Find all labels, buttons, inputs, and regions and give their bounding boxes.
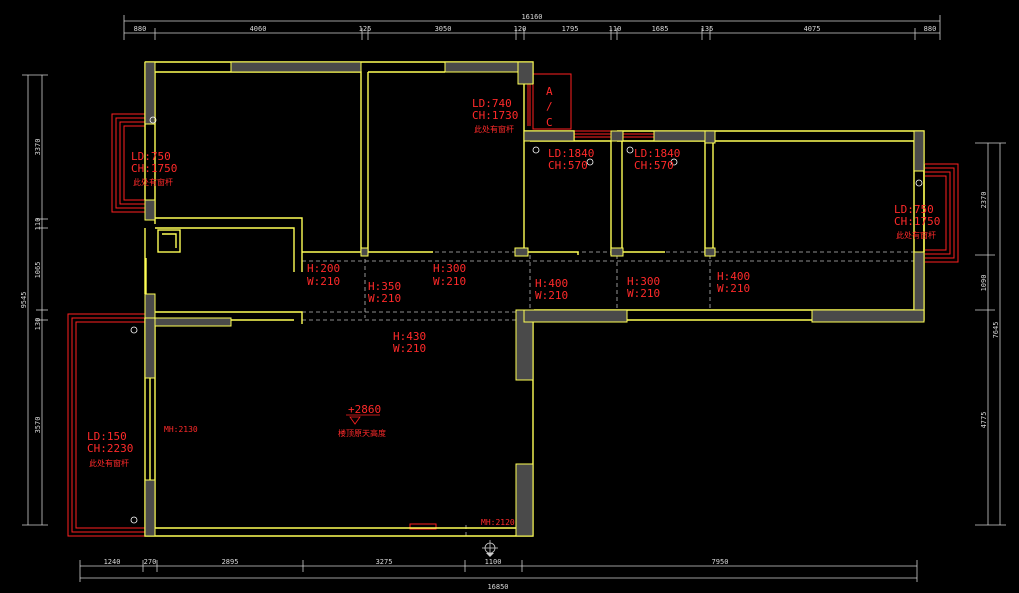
opening-5-h: H:300 [627,275,660,288]
balcony-desc: 此处有窗杆 [89,458,129,468]
bottom-dimension: 16850 1240 270 2895 3275 1100 7950 [79,558,918,591]
bedroom2-ch: CH:1730 [472,109,518,122]
bedroom3-ld: LD:750 [894,203,934,216]
opening-6-h: H:400 [717,270,750,283]
bedroom2-ld: LD:740 [472,97,512,110]
top-seg: 880 [134,25,147,33]
bath1-ld: LD:1840 [548,147,594,160]
door-height-notes: MH:2130 MH:2120 [164,425,515,527]
top-seg: 4075 [804,25,821,33]
opening-1-w: W:210 [307,275,340,288]
bottom-seg: 270 [144,558,157,566]
ac-a: A [546,85,553,98]
bedroom1-ld: LD:750 [131,150,171,163]
bay-windows [67,73,959,537]
bottom-seg: 7950 [712,558,729,566]
opening-4-h: H:400 [535,277,568,290]
left-seg: 110 [34,218,42,231]
top-seg: 3050 [435,25,452,33]
bedroom1-ch: CH:1750 [131,162,177,175]
opening-2-h: H:350 [368,280,401,293]
top-seg: 125 [359,25,372,33]
bottom-seg: 1100 [485,558,502,566]
opening-notes: H:200 W:210 H:350 W:210 H:300 W:210 H:40… [307,262,750,355]
bath2-ch: CH:570 [634,159,674,172]
level-desc: 楼顶原天高度 [338,428,386,438]
left-seg: 3370 [34,139,42,156]
entrance-icon [482,540,498,557]
door-height-left: MH:2130 [164,425,198,434]
top-seg: 135 [701,25,714,33]
right-seg: 1090 [980,275,988,292]
balcony-ch: CH:2230 [87,442,133,455]
opening-7-w: W:210 [393,342,426,355]
right-seg: 2370 [980,192,988,209]
opening-3-w: W:210 [433,275,466,288]
opening-5-w: W:210 [627,287,660,300]
fixtures [130,116,923,524]
top-total: 16160 [521,13,542,21]
left-total: 9545 [20,292,28,309]
level-triangle-icon [349,416,361,425]
opening-6-w: W:210 [717,282,750,295]
ac-slash: / [546,100,553,113]
room-notes: LD:750 CH:1750 此处有窗杆 LD:740 CH:1730 此处有窗… [87,85,940,468]
bath2-ld: LD:1840 [634,147,680,160]
bedroom3-desc: 此处有窗杆 [896,230,936,240]
bottom-seg: 3275 [376,558,393,566]
top-seg: 1685 [652,25,669,33]
opening-3-h: H:300 [433,262,466,275]
left-seg: 1065 [34,262,42,279]
opening-7-h: H:430 [393,330,426,343]
right-seg: 4775 [980,412,988,429]
right-total: 7645 [992,322,1000,339]
top-seg: 120 [514,25,527,33]
bedroom1-desc: 此处有窗杆 [133,177,173,187]
level-marker: +2860 楼顶原天高度 [338,403,386,438]
walls [144,61,925,537]
top-seg: 4060 [250,25,267,33]
bath1-ch: CH:570 [548,159,588,172]
door-height-bottom: MH:2120 [481,518,515,527]
opening-2-w: W:210 [368,292,401,305]
left-seg: 3570 [34,417,42,434]
left-seg: 130 [34,318,42,331]
level-value: +2860 [348,403,381,416]
opening-1-h: H:200 [307,262,340,275]
opening-4-w: W:210 [535,289,568,302]
left-dimension: 9545 3370 110 1065 130 3570 [20,74,48,526]
bottom-seg: 2895 [222,558,239,566]
top-seg: 880 [924,25,937,33]
top-seg: 1795 [562,25,579,33]
right-dimension: 7645 2370 1090 4775 [975,142,1006,526]
balcony-ld: LD:150 [87,430,127,443]
ac-c: C [546,116,553,129]
top-dimension: 16160 880 4060 125 3050 120 1795 110 168… [123,13,941,40]
bedroom2-desc: 此处有窗杆 [474,124,514,134]
bedroom3-ch: CH:1750 [894,215,940,228]
bottom-total: 16850 [487,583,508,591]
bottom-seg: 1240 [104,558,121,566]
top-seg: 110 [609,25,622,33]
